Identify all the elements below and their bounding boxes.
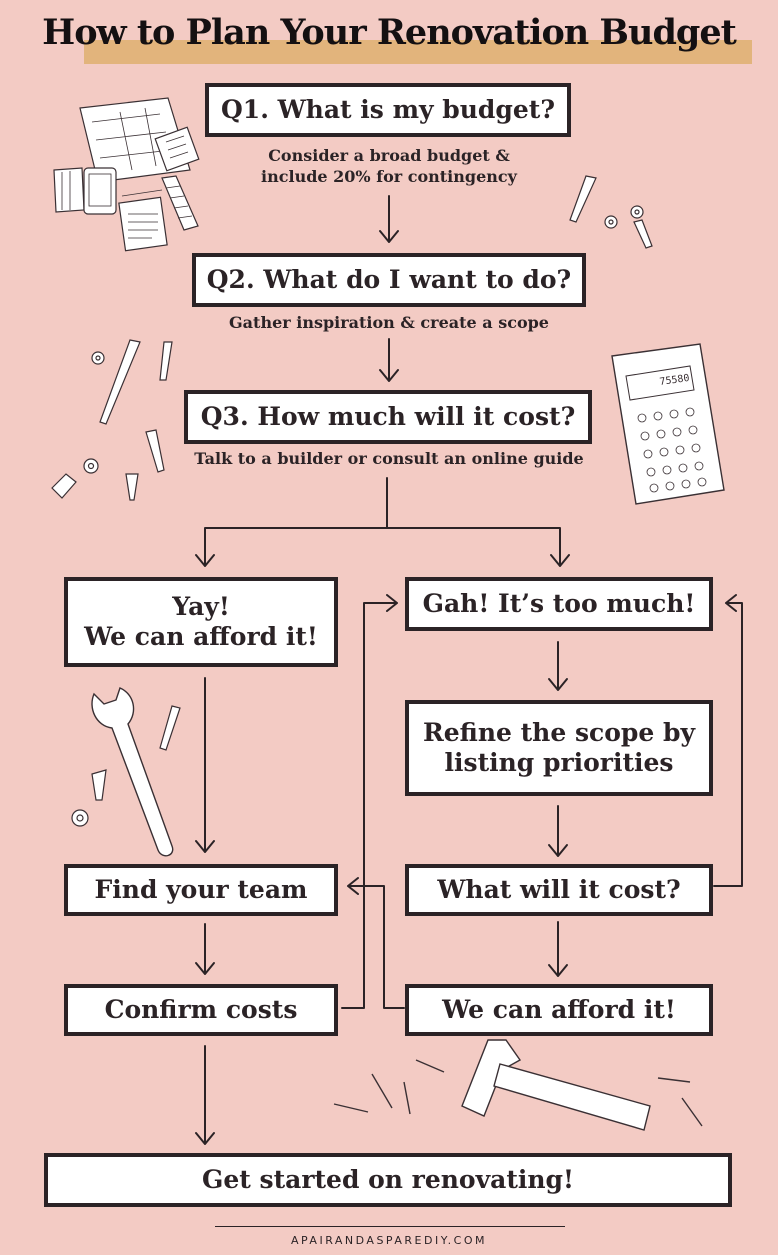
yay-line2: We can afford it! xyxy=(84,622,318,651)
q1-box: Q1. What is my budget? xyxy=(205,83,571,137)
yay-line1: Yay! xyxy=(172,591,230,621)
nails-icon xyxy=(333,1059,703,1127)
refine-line2: listing priorities xyxy=(444,748,674,777)
arrow-cost-afford xyxy=(548,921,568,977)
find-team-box: Find your team xyxy=(64,864,338,916)
wrench-icon xyxy=(91,687,174,857)
we-can-afford-label: We can afford it! xyxy=(442,994,676,1024)
arrow-team-confirm xyxy=(195,923,215,975)
tablet-icon xyxy=(53,167,117,215)
q3-subtitle: Talk to a builder or consult an online g… xyxy=(194,449,584,468)
arrow-yay-team xyxy=(195,677,215,853)
gah-label: Gah! It’s too much! xyxy=(422,588,696,618)
hammer-icon xyxy=(461,1039,651,1131)
color-swatches-icon xyxy=(118,175,199,252)
q1-sub-line1: Consider a broad budget & xyxy=(268,146,510,165)
arrow-afford-team xyxy=(347,877,405,1009)
arrow-refine-cost xyxy=(548,805,568,857)
page-title: How to Plan Your Renovation Budget xyxy=(42,12,737,53)
arrow-confirm-start xyxy=(195,1045,215,1145)
get-started-box: Get started on renovating! xyxy=(44,1153,732,1207)
q3-box: Q3. How much will it cost? xyxy=(184,390,592,444)
what-cost-box: What will it cost? xyxy=(405,864,713,916)
refine-box: Refine the scope by listing priorities xyxy=(405,700,713,796)
get-started-label: Get started on renovating! xyxy=(201,1164,575,1194)
confirm-costs-label: Confirm costs xyxy=(104,994,298,1024)
yay-box: Yay! We can afford it! xyxy=(64,577,338,667)
arrow-gah-refine xyxy=(548,641,568,691)
q3-label: Q3. How much will it cost? xyxy=(200,401,576,431)
q1-subtitle: Consider a broad budget & include 20% fo… xyxy=(180,146,598,188)
arrow-q2-q3 xyxy=(379,338,399,382)
footer-divider xyxy=(215,1226,565,1227)
arrow-q1-q2 xyxy=(379,195,399,243)
arrow-q3-split xyxy=(195,477,570,567)
blueprints-icon xyxy=(79,97,200,183)
find-team-label: Find your team xyxy=(94,874,308,904)
arrow-cost-loop xyxy=(713,594,743,887)
footer-url: APAIRANDASPAREDIY.COM xyxy=(290,1234,488,1247)
title-block: How to Plan Your Renovation Budget xyxy=(0,6,778,66)
what-cost-label: What will it cost? xyxy=(437,874,681,904)
arrow-confirm-gah xyxy=(341,594,398,1009)
q2-box: Q2. What do I want to do? xyxy=(192,253,586,307)
gah-box: Gah! It’s too much! xyxy=(405,577,713,631)
screws-icon xyxy=(51,175,653,827)
calculator-display: 75580 xyxy=(659,373,690,388)
we-can-afford-box: We can afford it! xyxy=(405,984,713,1036)
q1-sub-line2: include 20% for contingency xyxy=(261,166,517,186)
q1-label: Q1. What is my budget? xyxy=(221,94,555,124)
q2-label: Q2. What do I want to do? xyxy=(206,264,572,294)
confirm-costs-box: Confirm costs xyxy=(64,984,338,1036)
title-highlight xyxy=(84,40,752,64)
q2-subtitle: Gather inspiration & create a scope xyxy=(229,313,549,332)
calculator-icon xyxy=(611,343,725,505)
refine-line1: Refine the scope by xyxy=(422,717,696,747)
